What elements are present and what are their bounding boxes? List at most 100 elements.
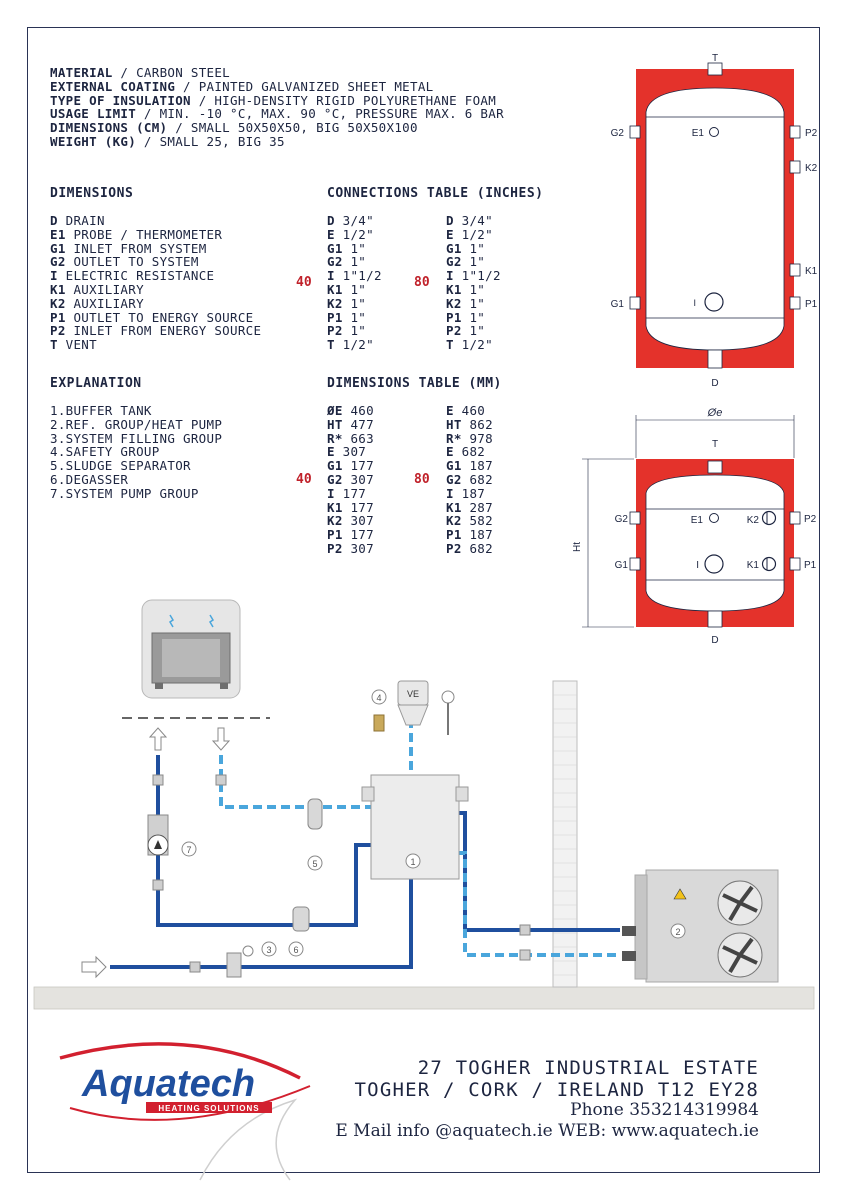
table-code: G1 (327, 240, 343, 256)
explanation-item: 7.SYSTEM PUMP GROUP (50, 485, 199, 501)
table-code: HT (446, 416, 462, 432)
table-value: 1" (461, 309, 486, 325)
table-row: K1 1" (327, 283, 382, 297)
dimension-item: P1 OUTLET TO ENERGY SOURCE (50, 310, 261, 325)
spec-value: / MIN. -10 °C, MAX. 90 °C, PRESSURE MAX.… (136, 106, 504, 122)
page-frame (27, 27, 820, 1173)
spec-row: WEIGHT (KG) / SMALL 25, BIG 35 (50, 135, 504, 149)
pressure-gauge-icon (441, 690, 455, 704)
dimension-desc: INLET FROM ENERGY SOURCE (65, 323, 262, 339)
dimension-desc: PROBE / THERMOMETER (65, 226, 223, 242)
dimension-code: E1 (50, 226, 66, 242)
table-value: 187 (461, 527, 493, 543)
table-code: K1 (327, 281, 343, 297)
table-row: P1 1" (327, 310, 382, 325)
address-line-2: TOGHER / CORK / IRELAND T12 EY28 (354, 1079, 759, 1101)
table-value: 187 (461, 458, 493, 474)
spec-row: EXTERNAL COATING / PAINTED GALVANIZED SH… (50, 79, 504, 94)
table-row: P1 177 (327, 528, 374, 542)
tank2-label-i: I (696, 560, 699, 571)
spec-value: / HIGH-DENSITY RIGID POLYURETHANE FOAM (190, 92, 497, 108)
callout-6 (288, 941, 304, 957)
dim-table-title: DIMENSIONS TABLE (MM) (327, 376, 502, 391)
dim-table-size-small: 40 (296, 472, 312, 487)
tank1-label-g2: G2 (611, 128, 625, 139)
table-row: E 1/2" (327, 226, 382, 242)
logo-tagline: HEATING SOLUTIONS (158, 1104, 259, 1113)
arrow-up-icon (148, 727, 168, 751)
table-value: 1" (461, 240, 486, 256)
table-row: G1 1" (327, 240, 382, 256)
table-code: T (446, 337, 454, 353)
flow-pipes-dark (110, 755, 620, 969)
callout-4-text: 4 (376, 693, 381, 703)
table-row: R* 663 (327, 430, 374, 446)
tank2-label-e1: E1 (691, 515, 704, 526)
table-code: P2 (446, 323, 462, 339)
table-row: D 3/4" (446, 214, 501, 228)
explanation-title: EXPLANATION (50, 376, 142, 391)
table-row: K2 1" (327, 295, 382, 311)
table-value: 1" (461, 323, 486, 339)
table-value: 460 (342, 403, 374, 418)
degasser (292, 906, 310, 932)
table-code: E (327, 226, 335, 242)
tank1-label-p1: P1 (805, 299, 818, 310)
table-row: I 1"1/2 (446, 269, 501, 283)
callout-6-text: 6 (293, 945, 298, 955)
table-row: P2 1" (446, 324, 501, 338)
dimension-code: D (50, 213, 58, 228)
table-row: P1 187 (446, 528, 493, 542)
table-value: 1" (461, 295, 486, 311)
table-value: 1" (342, 254, 367, 270)
vent-connector (707, 62, 723, 76)
table-code: P2 (327, 323, 343, 339)
connections-title: CONNECTIONS TABLE (INCHES) (327, 186, 544, 201)
dimension-item: D DRAIN (50, 214, 261, 228)
tank-inner (645, 87, 785, 351)
valve-set (152, 774, 531, 973)
table-row: P2 307 (327, 542, 374, 556)
table-value: 307 (342, 513, 374, 529)
table-code: G2 (446, 254, 462, 270)
spec-label: WEIGHT (KG) (50, 133, 137, 149)
explanation-item: 4.SAFETY GROUP (50, 444, 160, 460)
brick-wall (552, 680, 578, 988)
dimension-code: T (50, 337, 58, 353)
table-code: G2 (327, 254, 343, 270)
table-row: G1 187 (446, 459, 493, 473)
phone-line: Phone 353214319984 (570, 1100, 759, 1120)
dimensions-title: DIMENSIONS (50, 186, 134, 201)
spec-row: USAGE LIMIT / MIN. -10 °C, MAX. 90 °C, P… (50, 107, 504, 121)
table-code: I (446, 268, 454, 284)
callout-3-text: 3 (266, 945, 271, 955)
dimension-code: G2 (50, 254, 66, 270)
table-code: E (327, 444, 335, 460)
dimension-item: G1 INLET FROM SYSTEM (50, 241, 261, 256)
table-value: 460 (453, 403, 486, 418)
spec-label: DIMENSIONS (CM) (50, 120, 168, 136)
tank2-inner (645, 474, 785, 612)
table-value: 177 (342, 527, 374, 543)
table-row: G2 307 (327, 473, 374, 487)
table-value: 682 (461, 471, 493, 487)
table-code: R* (327, 430, 343, 446)
table-code: K1 (327, 499, 343, 515)
table-row: P1 1" (446, 309, 501, 325)
table-row: G2 1" (446, 255, 501, 269)
table-code: I (327, 485, 335, 501)
table-value: 682 (453, 444, 486, 460)
table-row: R* 978 (446, 431, 493, 446)
table-value: 1" (342, 295, 367, 311)
table-code: E (446, 403, 454, 418)
table-value: 1" (342, 240, 367, 256)
table-code: E (446, 444, 454, 460)
return-pipes-light (219, 705, 620, 957)
tank1-label-d: D (711, 378, 718, 389)
spec-value: / CARBON STEEL (112, 65, 230, 80)
dimension-desc: OUTLET TO SYSTEM (65, 254, 199, 270)
table-row: I 1"1/2 (327, 269, 382, 283)
